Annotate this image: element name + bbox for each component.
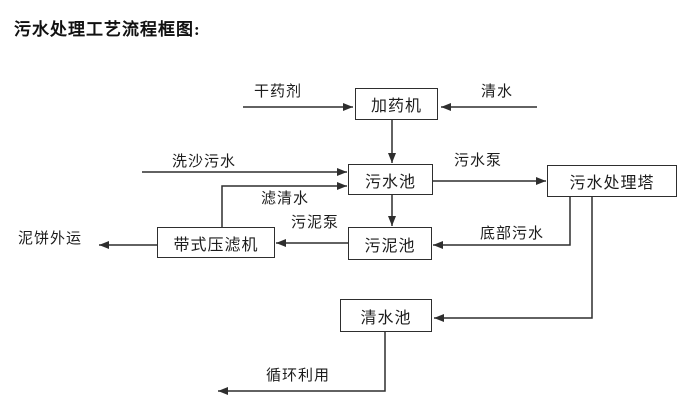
edge-recycle	[218, 332, 386, 395]
node-dosing-machine: 加药机	[355, 88, 438, 120]
edge-tower-to-clean-pool	[434, 197, 593, 322]
page-title: 污水处理工艺流程框图:	[14, 20, 201, 39]
label-filtered-water: 滤清水	[260, 190, 310, 207]
edge-filtered-water	[221, 182, 347, 227]
node-belt-filter-press: 带式压滤机	[157, 227, 275, 258]
node-sludge-pool: 污泥池	[348, 227, 432, 260]
label-bottom-sewage: 底部污水	[479, 225, 545, 242]
label-recycle: 循环利用	[265, 367, 331, 384]
label-dry-agent: 干药剂	[253, 83, 303, 100]
label-mud-cake-out: 泥饼外运	[18, 230, 83, 247]
edge-bottom-sewage	[433, 197, 571, 249]
label-sand-washing-sewage: 洗沙污水	[171, 153, 237, 170]
node-sewage-pool: 污水池	[348, 164, 433, 195]
label-sewage-pump: 污水泵	[453, 152, 503, 169]
node-clean-water-pool: 清水池	[340, 299, 432, 332]
node-treatment-tower: 污水处理塔	[547, 165, 677, 197]
label-clean-water: 清水	[480, 83, 514, 100]
label-sludge-pump: 污泥泵	[290, 214, 340, 231]
